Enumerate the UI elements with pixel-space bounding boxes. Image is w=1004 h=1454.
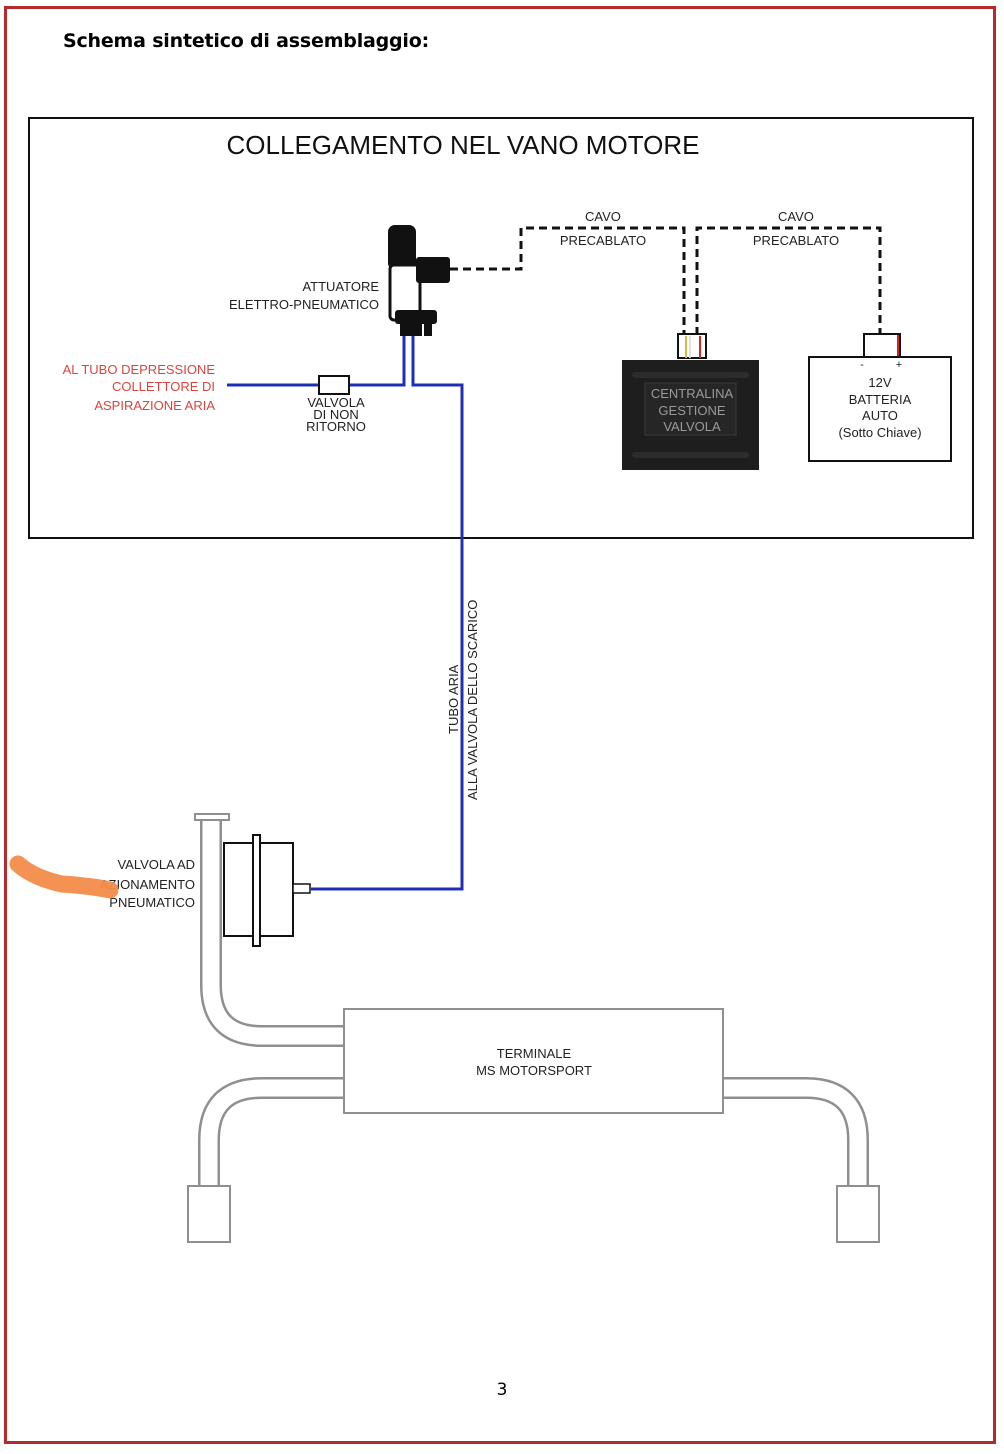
cable-2-line-2: PRECABLATO [753,233,839,248]
exhaust-valve [223,834,311,947]
exhaust-valve-line-1: VALVOLA AD [117,857,195,872]
vacuum-source-line-2: COLLETTORE DI [112,379,215,394]
battery-line-1: 12V [868,375,891,390]
air-tube-line-2: ALLA VALVOLA DELLO SCARICO [465,600,480,800]
vacuum-source-label: AL TUBO DEPRESSIONE COLLETTORE DI ASPIRA… [63,362,216,413]
exhaust-valve-line-2: AZIONAMENTO [100,877,195,892]
exhaust-valve-label: VALVOLA AD AZIONAMENTO PNEUMATICO [100,857,195,910]
air-tube-label: TUBO ARIA ALLA VALVOLA DELLO SCARICO [446,600,480,800]
control-unit-connector [677,333,707,359]
actuator-label: ATTUATORE ELETTRO-PNEUMATICO [229,279,379,312]
control-unit-line-3: VALVOLA [663,419,721,434]
actuator-to-exhaust-valve-line [311,335,464,891]
control-unit-line-1: CENTRALINA [651,386,734,401]
exhaust-pipes [198,820,869,1188]
highlighter-mark [9,855,119,899]
control-unit [622,360,759,470]
cable-actuator-to-control-unit [450,226,686,335]
battery-line-3: AUTO [862,408,898,423]
tailpipe-left [187,1185,231,1243]
battery-minus-terminal: - [860,359,864,371]
check-valve-line-3: RITORNO [306,419,366,434]
vacuum-source-line-3: ASPIRAZIONE ARIA [94,398,215,413]
cable-2-label: CAVO PRECABLATO [753,209,839,248]
cable-1-line-1: CAVO [585,209,621,224]
check-valve-line-2: DI NON [313,407,359,422]
cable-1-label: CAVO PRECABLATO [560,209,646,248]
cables [450,226,882,335]
battery-plus-terminal: + [896,359,902,371]
engine-bay-box [28,117,974,539]
control-unit-line-2: GESTIONE [658,403,726,418]
actuator-line-2: ELETTRO-PNEUMATICO [229,297,379,312]
actuator-line-1: ATTUATORE [302,279,379,294]
page-heading: Schema sintetico di assemblaggio: [63,30,429,52]
battery-line-2: BATTERIA [849,392,912,407]
air-tube-line-1: TUBO ARIA [446,664,461,734]
check-valve-line-1: VALVOLA [307,395,365,410]
battery-label: 12V BATTERIA AUTO (Sotto Chiave) [838,375,921,440]
control-unit-label: CENTRALINA GESTIONE VALVOLA [651,386,734,434]
tailpipe-right [836,1185,880,1243]
muffler-line-1: TERMINALE [497,1046,572,1061]
engine-bay-title: COLLEGAMENTO NEL VANO MOTORE [227,130,700,160]
cable-control-unit-to-battery [695,226,882,335]
actuator-icon [388,225,450,336]
battery [808,333,952,462]
check-valve-to-actuator-line [349,335,406,387]
check-valve [318,375,350,395]
muffler-label: TERMINALE MS MOTORSPORT [476,1046,592,1078]
exhaust-pipe-flange [194,813,230,821]
vacuum-source-line-1: AL TUBO DEPRESSIONE [63,362,216,377]
muffler [343,1008,724,1114]
cable-2-line-1: CAVO [778,209,814,224]
page-frame [4,6,996,1444]
check-valve-label: VALVOLA DI NON RITORNO [306,395,366,434]
exhaust-valve-line-3: PNEUMATICO [109,895,195,910]
air-line [227,335,464,891]
muffler-line-2: MS MOTORSPORT [476,1063,592,1078]
page-number: 3 [496,1380,508,1400]
cable-1-line-2: PRECABLATO [560,233,646,248]
battery-line-4: (Sotto Chiave) [838,425,921,440]
